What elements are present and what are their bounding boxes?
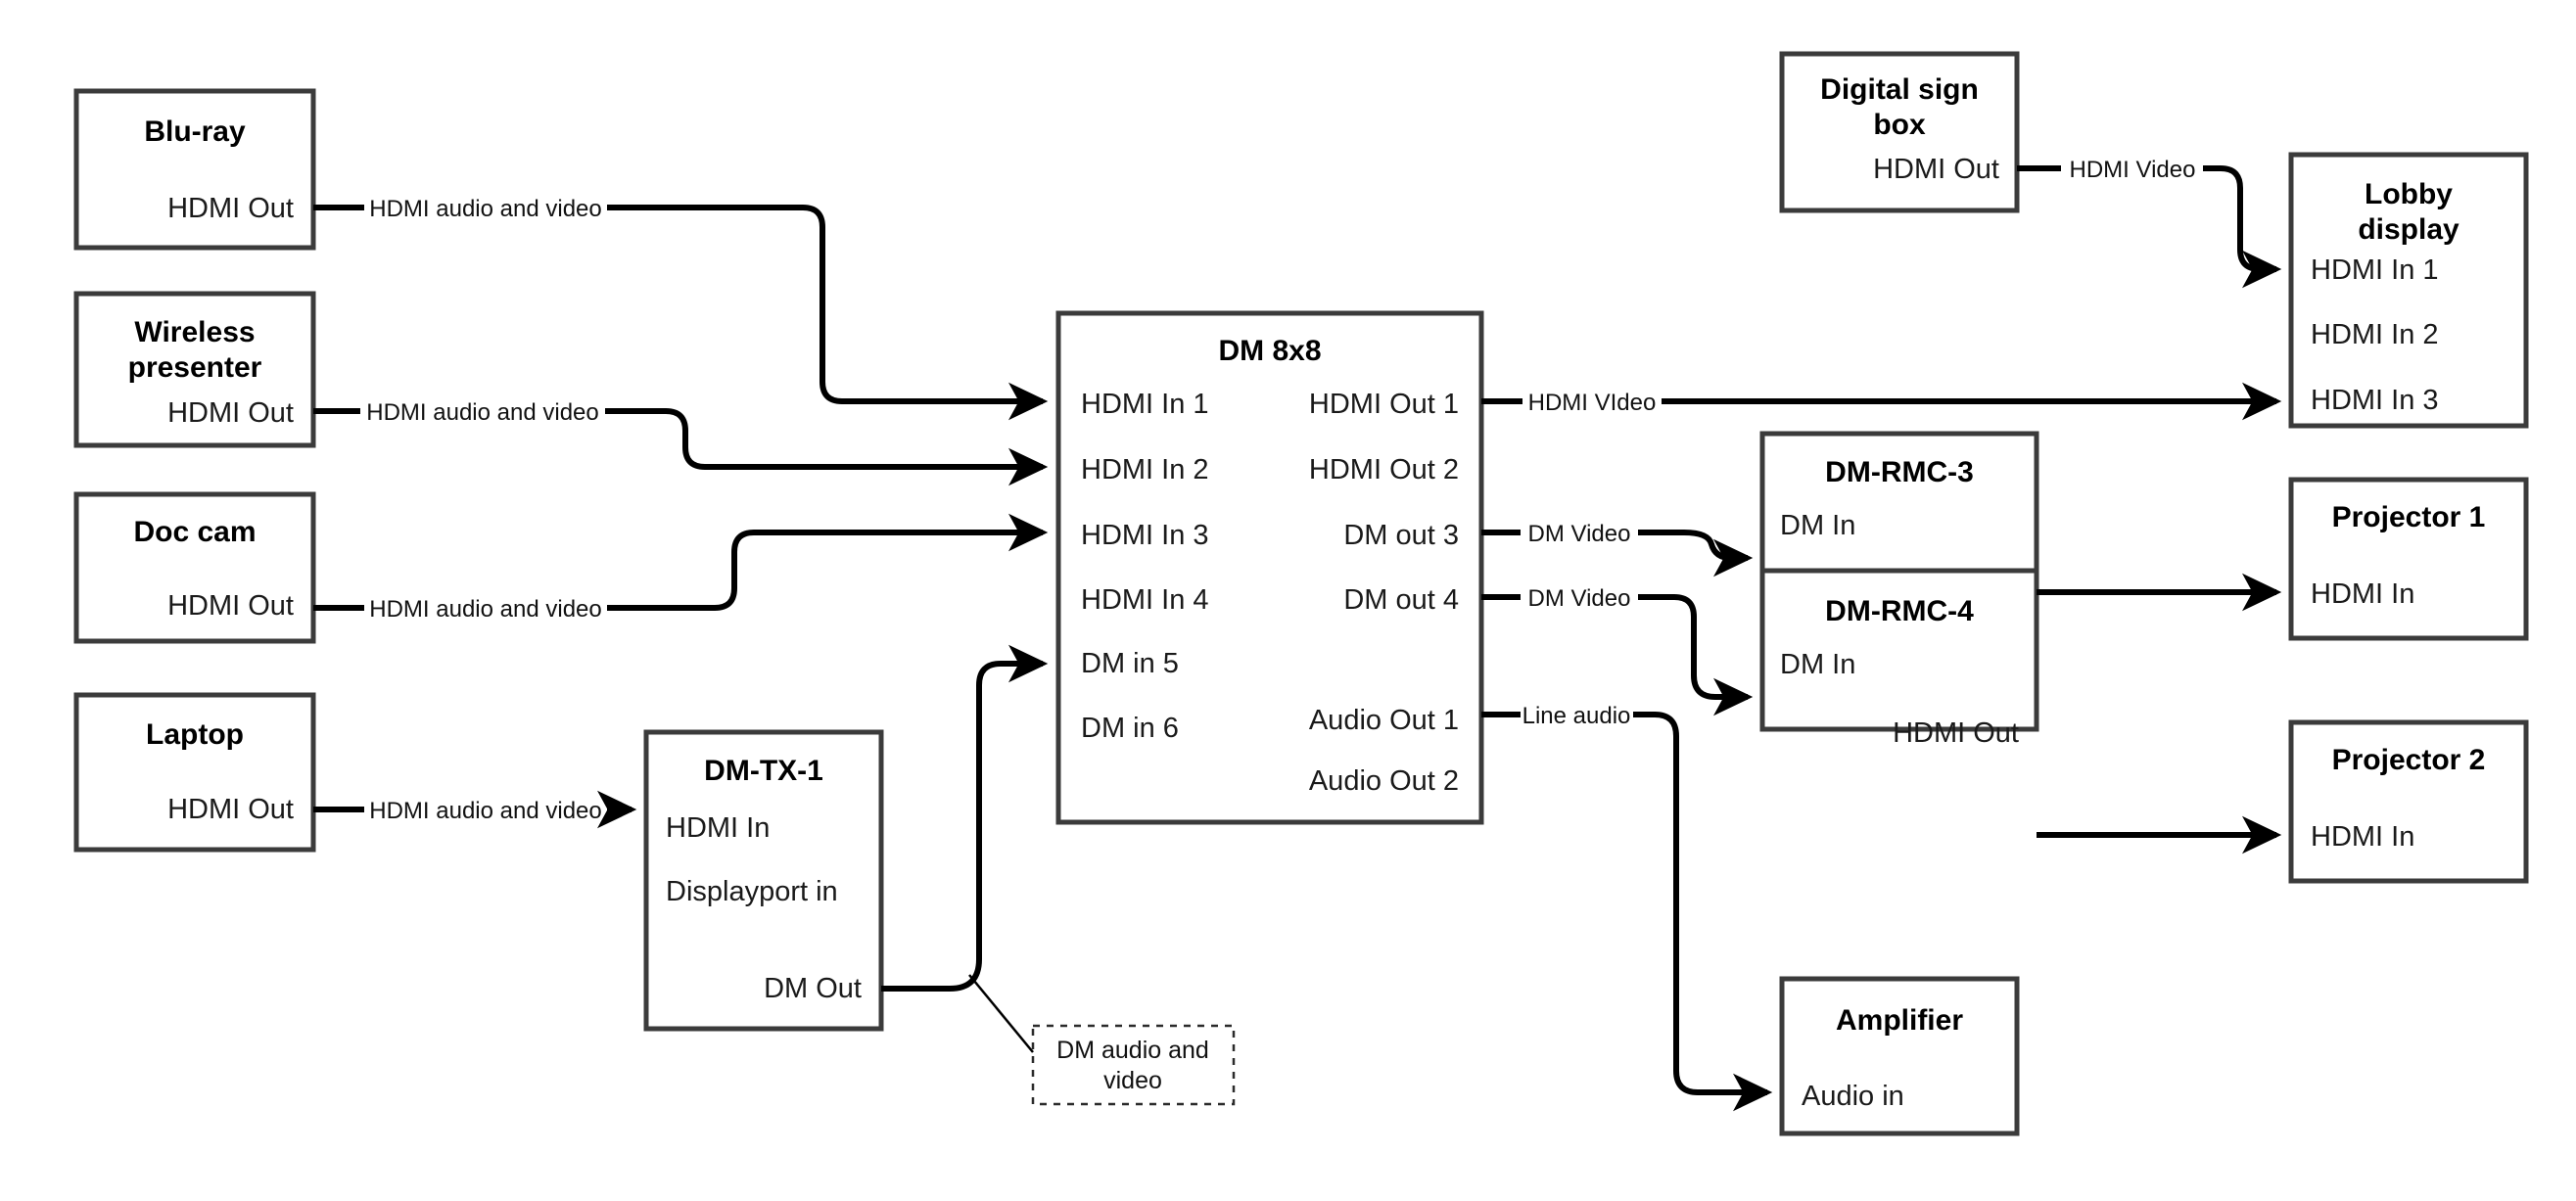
wire-dm-out4-to-dm-rmc-4: [1638, 594, 1754, 716]
node-dm-tx-1[interactable]: DM-TX-1 HDMI In Displayport in DM Out: [643, 729, 884, 1032]
dm-tx-1-port-displayport-in: Displayport in: [666, 876, 838, 907]
projector-1-port-hdmi-in: HDMI In: [2311, 578, 2414, 610]
projector-2-title: Projector 2: [2332, 744, 2486, 776]
node-wireless-presenter[interactable]: Wireless presenter HDMI Out: [73, 291, 316, 448]
wire-wireless-to-dm-8x8: [605, 408, 1049, 486]
doc-cam-title: Doc cam: [133, 516, 256, 548]
digital-sign-box-title-line2: box: [1873, 109, 1926, 141]
dm-rmc-4-box: [1759, 568, 2039, 732]
dm-8x8-input-dm-in-6: DM in 6: [1081, 713, 1179, 744]
node-digital-sign-box[interactable]: Digital sign box HDMI Out: [1779, 51, 2020, 213]
wire-dm-tx-1-to-dm-8x8: [881, 644, 1049, 992]
lobby-display-port-hdmi-in-1: HDMI In 1: [2311, 254, 2439, 286]
callout-box: [1031, 1024, 1236, 1106]
callout-dm-audio-and-video: DM audio and video: [1031, 1024, 1236, 1106]
wire-audio-to-amplifier: [1633, 712, 1773, 1112]
dm-8x8-input-dm-in-5: DM in 5: [1081, 648, 1179, 679]
bluray-title: Blu-ray: [144, 115, 246, 148]
callout-line1: DM audio and: [1056, 1037, 1209, 1064]
dm-8x8-title: DM 8x8: [1218, 335, 1321, 367]
laptop-port-hdmi-out: HDMI Out: [167, 794, 294, 825]
wire-label-dm-out4: DM Video: [1528, 585, 1631, 612]
laptop-title: Laptop: [146, 718, 244, 751]
digital-sign-box-title-line1: Digital sign: [1820, 73, 1979, 106]
node-dm-rmc-4[interactable]: DM-RMC-4 DM In HDMI Out: [1759, 568, 2039, 749]
dm-8x8-output-audio-out-1: Audio Out 1: [1309, 705, 1459, 736]
wire-label-bluray: HDMI audio and video: [369, 196, 601, 222]
wire-dm-out3-to-dm-rmc-3: [1638, 530, 1754, 577]
digital-sign-box-box: [1779, 51, 2020, 213]
lobby-display-box: [2288, 152, 2529, 429]
doc-cam-box: [73, 491, 316, 644]
node-laptop[interactable]: Laptop HDMI Out: [73, 692, 316, 853]
wire-label-audio: Line audio: [1522, 703, 1631, 729]
dm-rmc-4-port-dm-in: DM In: [1780, 649, 1855, 680]
dm-8x8-output-dm-out-4: DM out 4: [1343, 584, 1459, 616]
doc-cam-port-hdmi-out: HDMI Out: [167, 590, 294, 622]
dm-rmc-3-port-dm-in: DM In: [1780, 510, 1855, 541]
dm-8x8-output-audio-out-2: Audio Out 2: [1309, 765, 1459, 797]
wire-label-doccam: HDMI audio and video: [369, 596, 601, 623]
projector-1-box: [2288, 477, 2529, 641]
dm-tx-1-port-dm-out: DM Out: [764, 973, 862, 1004]
amplifier-box: [1779, 976, 2020, 1136]
node-lobby-display[interactable]: Lobby display HDMI In 1 HDMI In 2 HDMI I…: [2288, 152, 2529, 429]
dm-8x8-box: [1055, 310, 1484, 825]
dm-8x8-output-hdmi-out-1: HDMI Out 1: [1309, 389, 1459, 420]
dm-rmc-3-box: [1759, 431, 2039, 576]
dm-8x8-output-hdmi-out-2: HDMI Out 2: [1309, 454, 1459, 485]
wire-sign-to-lobby: [2203, 165, 2282, 289]
projector-2-port-hdmi-in: HDMI In: [2311, 821, 2414, 853]
dm-8x8-input-hdmi-in-2: HDMI In 2: [1081, 454, 1209, 485]
node-projector-2[interactable]: Projector 2 HDMI In: [2288, 719, 2529, 884]
dm-tx-1-port-hdmi-in: HDMI In: [666, 812, 770, 844]
dm-rmc-4-title: DM-RMC-4: [1825, 595, 1974, 627]
lobby-display-port-hdmi-in-2: HDMI In 2: [2311, 319, 2439, 350]
dm-rmc-3-title: DM-RMC-3: [1825, 456, 1974, 488]
amplifier-port-audio-in: Audio in: [1802, 1081, 1904, 1112]
dm-8x8-output-dm-out-3: DM out 3: [1343, 520, 1459, 551]
callout-line2: video: [1103, 1067, 1162, 1094]
wire-label-dm-out3: DM Video: [1528, 521, 1631, 547]
node-bluray[interactable]: Blu-ray HDMI Out: [73, 88, 316, 251]
node-amplifier[interactable]: Amplifier Audio in: [1779, 976, 2020, 1136]
dm-tx-1-box: [643, 729, 884, 1032]
dm-8x8-input-hdmi-in-3: HDMI In 3: [1081, 520, 1209, 551]
wire-label-dm-out1: HDMI VIdeo: [1528, 390, 1657, 416]
dm-rmc-4-port-hdmi-out: HDMI Out: [1893, 717, 2019, 749]
wireless-presenter-title-line1: Wireless: [134, 316, 255, 348]
wire-label-sign: HDMI Video: [2070, 157, 2196, 183]
bluray-port-hdmi-out: HDMI Out: [167, 193, 294, 224]
lobby-display-port-hdmi-in-3: HDMI In 3: [2311, 385, 2439, 416]
node-dm-8x8[interactable]: DM 8x8 HDMI In 1 HDMI In 2 HDMI In 3 HDM…: [1055, 310, 1484, 825]
wire-label-laptop: HDMI audio and video: [369, 798, 601, 824]
node-doc-cam[interactable]: Doc cam HDMI Out: [73, 491, 316, 644]
node-projector-1[interactable]: Projector 1 HDMI In: [2288, 477, 2529, 641]
dm-tx-1-title: DM-TX-1: [704, 755, 823, 787]
digital-sign-box-port-hdmi-out: HDMI Out: [1873, 154, 1999, 185]
wireless-presenter-title-line2: presenter: [128, 351, 262, 384]
lobby-display-title-line1: Lobby: [2365, 178, 2453, 210]
lobby-display-title-line2: display: [2358, 213, 2459, 246]
projector-1-title: Projector 1: [2332, 501, 2486, 533]
wireless-presenter-port-hdmi-out: HDMI Out: [167, 397, 294, 429]
projector-2-box: [2288, 719, 2529, 884]
amplifier-title: Amplifier: [1836, 1004, 1963, 1037]
callout-leader-line: [968, 974, 1034, 1053]
wire-doccam-to-dm-8x8: [607, 513, 1049, 611]
wireless-presenter-box: [73, 291, 316, 448]
dm-8x8-input-hdmi-in-1: HDMI In 1: [1081, 389, 1209, 420]
dm-8x8-input-hdmi-in-4: HDMI In 4: [1081, 584, 1209, 616]
bluray-box: [73, 88, 316, 251]
wire-bluray-to-dm-8x8: [607, 205, 1049, 421]
laptop-box: [73, 692, 316, 853]
wire-label-wireless: HDMI audio and video: [366, 399, 598, 426]
